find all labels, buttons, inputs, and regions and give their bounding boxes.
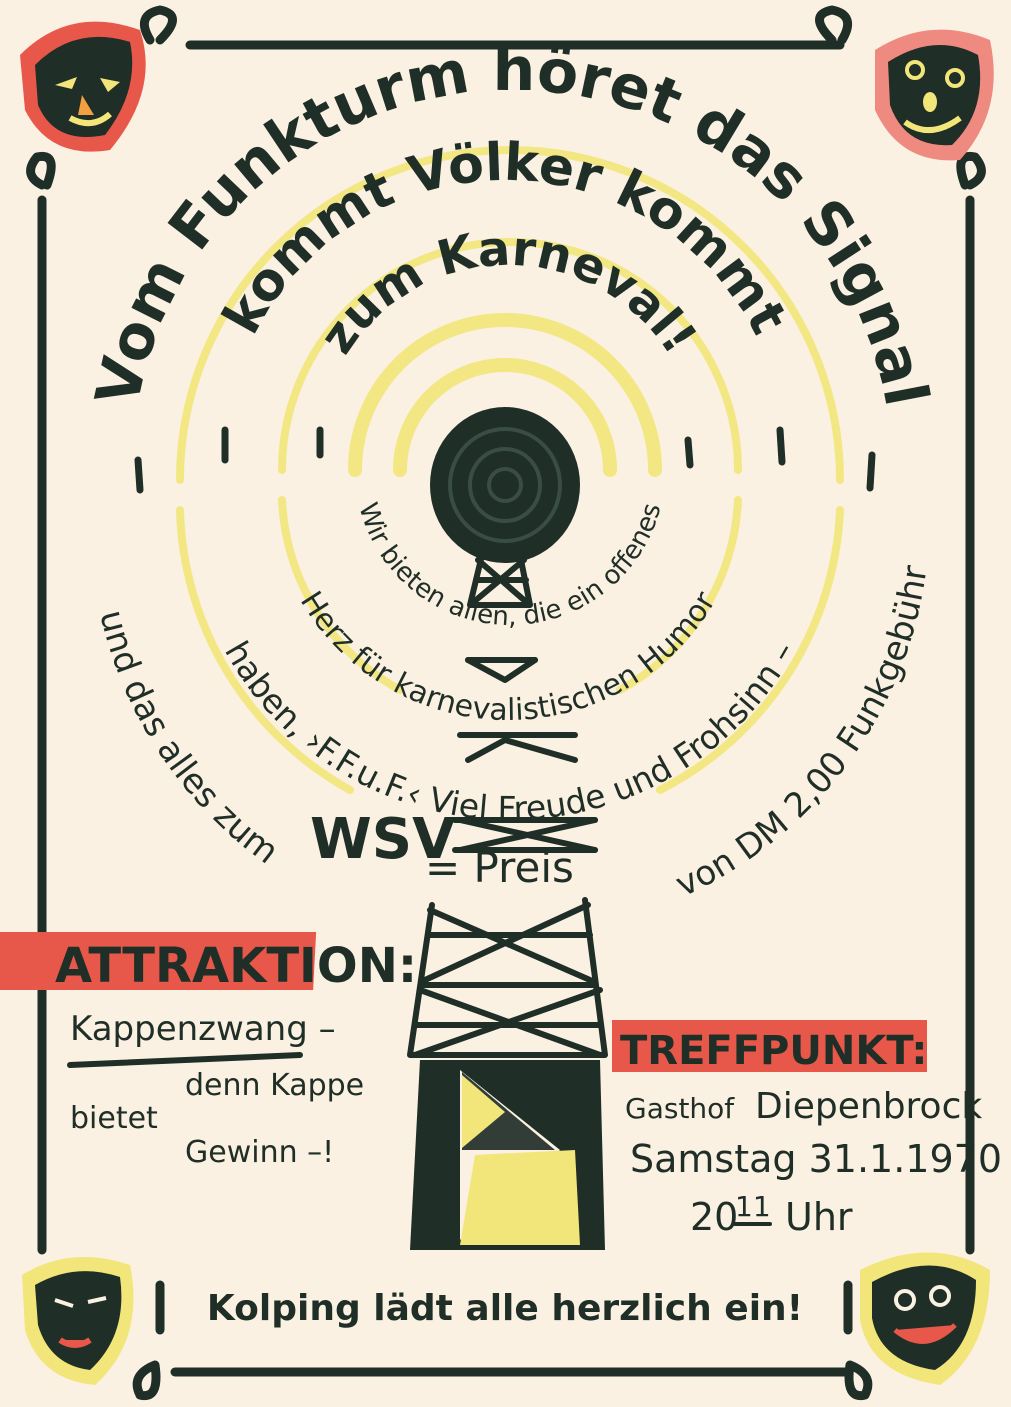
treffpunkt-highlight — [612, 1020, 927, 1072]
dash-marks — [134, 426, 876, 494]
tower-base — [410, 1060, 605, 1250]
carnival-mask-icon — [22, 1257, 134, 1385]
attraktion-line2b: bietet — [70, 1101, 158, 1136]
radio-tower-icon — [407, 552, 608, 1058]
event-time-minute: 11 — [735, 1190, 771, 1223]
border-frame — [26, 5, 986, 1401]
attraktion-line3: Gewinn –! — [185, 1135, 334, 1170]
event-time-hour: 20 — [690, 1195, 738, 1239]
wsv-label: WSV — [310, 807, 456, 872]
attraktion-line1: Kappenzwang – — [70, 1009, 336, 1049]
event-date: Samstag 31.1.1970 — [630, 1137, 1002, 1181]
carnival-mask-icon — [875, 29, 994, 161]
attraktion-underline — [67, 1052, 303, 1068]
attraktion-heading: ATTRAKTION: — [55, 938, 417, 994]
carnival-mask-icon — [20, 21, 146, 152]
signal-halos — [176, 146, 844, 794]
carnival-mask-icon — [860, 1252, 990, 1385]
antenna-dish-icon — [430, 407, 580, 563]
venue-name: Diepenbrock — [755, 1086, 982, 1127]
event-time-unit: Uhr — [785, 1195, 853, 1239]
attraktion-line2a: denn Kappe — [185, 1068, 364, 1103]
treffpunkt-heading: TREFFPUNKT: — [620, 1028, 927, 1074]
preis-label: = Preis — [425, 843, 574, 892]
venue-prefix: Gasthof — [625, 1092, 735, 1125]
footer-invitation: Kolping lädt alle herzlich ein! — [207, 1288, 803, 1329]
attraktion-highlight — [0, 932, 317, 990]
